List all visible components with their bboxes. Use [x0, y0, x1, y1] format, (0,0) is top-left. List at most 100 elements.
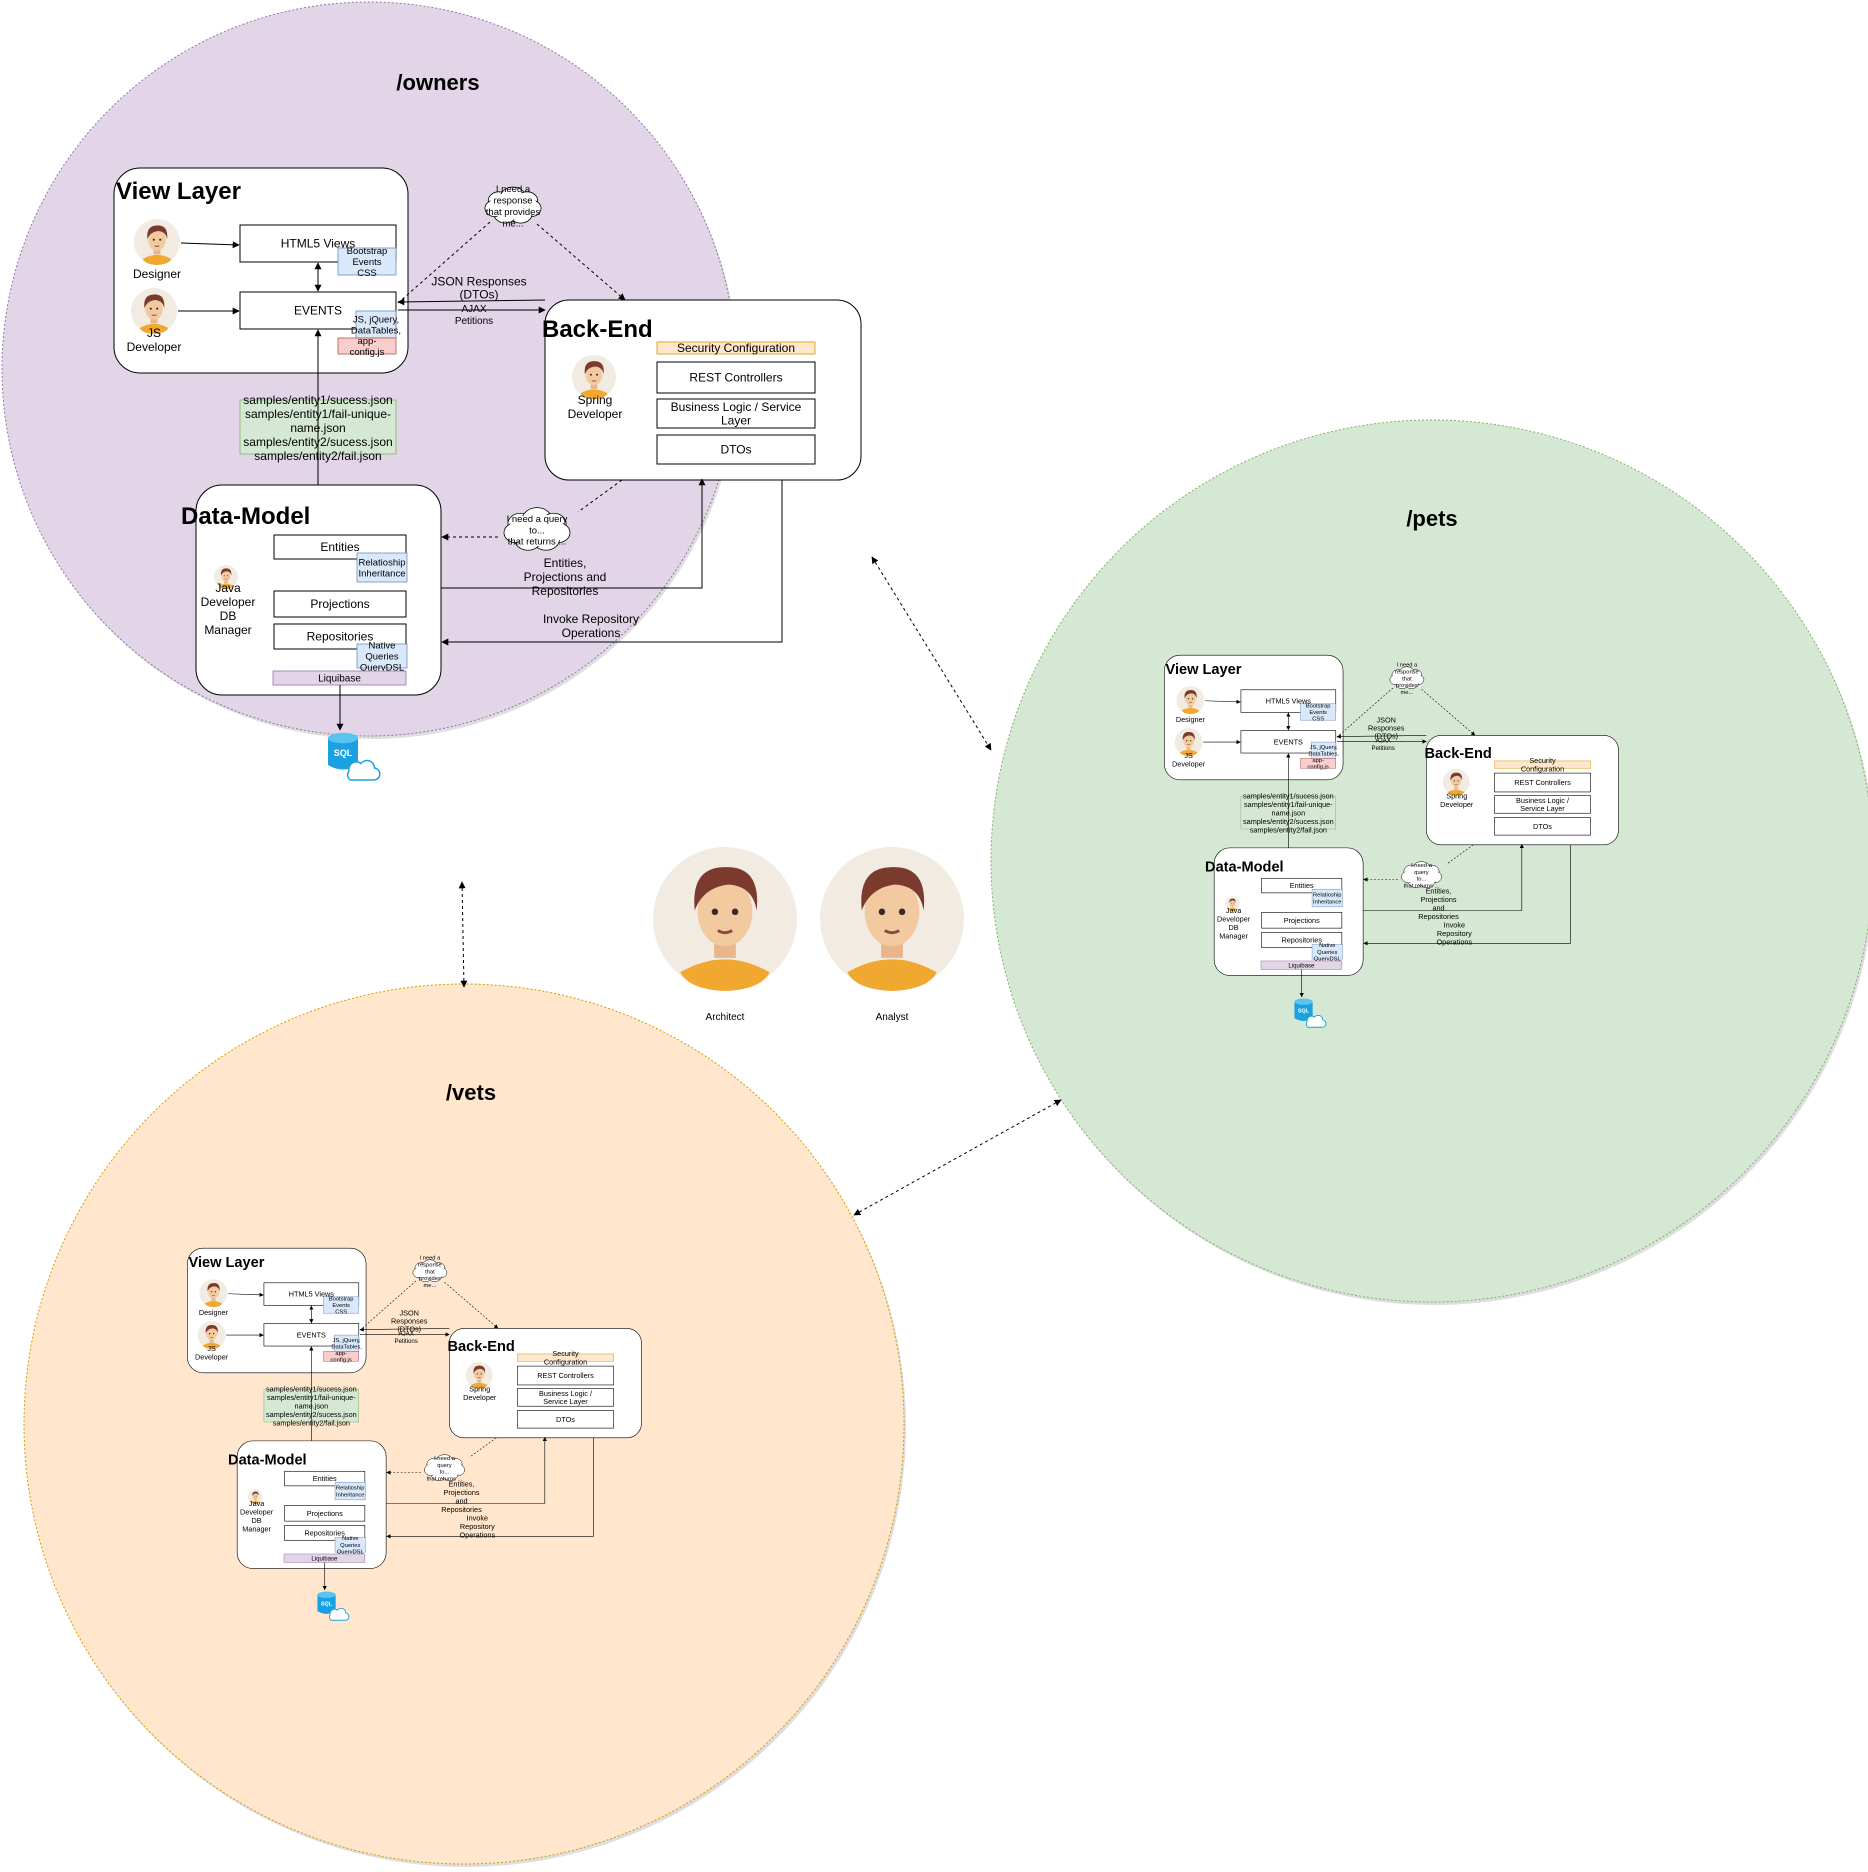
- html5-views-box-label: HTML5 Views: [289, 1290, 335, 1299]
- rest-controllers-box-box: [517, 1365, 614, 1386]
- rest-controllers-box: REST Controllers: [1494, 772, 1591, 793]
- vets-pets-connector: [853, 1099, 1062, 1216]
- events-note-red: app-config.js: [1300, 758, 1337, 771]
- entities-note-text-line: Inheritance: [1313, 899, 1342, 905]
- view-layer-title: View Layer: [116, 178, 241, 205]
- invoke-label-line: Operations: [1437, 938, 1473, 947]
- entities-note-text-line: Relatioship: [359, 557, 406, 568]
- events-note-red-text-line: config.js: [1308, 765, 1329, 771]
- person-architect: Architect: [651, 845, 799, 1023]
- entities-label-line: Projections: [444, 1488, 480, 1497]
- dtos-box-label: DTOs: [1533, 822, 1552, 831]
- business-logic-box-label-line: Business Logic /: [1516, 796, 1570, 805]
- events-note-red: app-config.js: [337, 336, 397, 358]
- java-developer-label-line: Java: [215, 581, 241, 595]
- cloud-to-events-dashed: [1336, 687, 1394, 738]
- repositories-box-label: Repositories: [1281, 936, 1322, 945]
- repositories-note-text-line: Queries: [1317, 950, 1337, 956]
- cloud-response-text-line: me...: [423, 1283, 436, 1289]
- datamodel-title: Data-Model: [181, 503, 310, 530]
- view-layer-title: View Layer: [1166, 662, 1242, 678]
- rest-controllers-box-label-line: REST Controllers: [1514, 778, 1571, 787]
- projections-box-box: [1261, 912, 1343, 929]
- html5-views-note-text-line: Events: [1309, 710, 1327, 716]
- sql-database-icon: SQL: [328, 732, 381, 781]
- security-config-note-text-line: Security: [1529, 756, 1556, 765]
- events-note-red-text-line: config.js: [331, 1358, 352, 1364]
- business-logic-box-label-line: Service Layer: [543, 1397, 588, 1406]
- business-logic-box: Business Logic /Service Layer: [517, 1388, 614, 1407]
- designer-avatar-art: [133, 218, 181, 266]
- html5-views-box-label-line: HTML5 Views: [1266, 697, 1312, 706]
- sql-database-icon-cloud: [346, 759, 381, 781]
- cloud-to-backend-dashed: [444, 1281, 499, 1329]
- backend-title-line: Back-End: [448, 1339, 515, 1355]
- json-response-arrow: [397, 298, 546, 306]
- designer-avatar: [199, 1278, 228, 1308]
- events-box: EVENTS: [239, 291, 397, 330]
- cloud-to-events-dashed: [397, 221, 491, 304]
- ajax-petitions-label-line: Petitions: [1372, 745, 1395, 752]
- json-response-arrow: [1336, 734, 1427, 739]
- dtos-box: DTOs: [656, 434, 816, 465]
- repositories-note-text-line: QueryDSL: [360, 662, 404, 673]
- java-developer-label-line: Developer: [240, 1507, 274, 1516]
- html5-views-box: HTML5 Views: [239, 224, 397, 263]
- events-note-red-box: [337, 337, 397, 355]
- business-logic-box-box: [656, 398, 816, 429]
- view-layer-title-line: View Layer: [116, 178, 241, 205]
- events-box-label-line: EVENTS: [297, 1330, 326, 1339]
- security-config-note-text-line: Security: [552, 1349, 579, 1358]
- cloud-response-text-line: me...: [502, 218, 523, 229]
- html5-views-note-text-line: Bootstrap: [329, 1296, 354, 1302]
- json-responses-label-line: (DTOs): [1374, 731, 1398, 740]
- html5-views-box-label-line: HTML5 Views: [281, 237, 355, 251]
- sql-database-icon: SQL: [1294, 998, 1327, 1028]
- cloud-query-text-line: that returns ...: [1404, 884, 1440, 890]
- spring-developer-label-line: Developer: [463, 1393, 497, 1402]
- json-responses-label-line: (DTOs): [397, 1324, 421, 1333]
- repositories-box: Repositories: [1261, 932, 1343, 948]
- cloud-query-text-line: I need a: [1411, 863, 1433, 869]
- events-note-blue-text: JS, jQuery,DataTables,: [1308, 745, 1339, 758]
- sql-database-icon-cloud: [328, 1607, 350, 1621]
- business-logic-box-label: Business Logic /Service Layer: [1516, 796, 1570, 813]
- zone-pets-circle: [990, 419, 1868, 1303]
- events-note-blue-text-line: DataTables,: [331, 1345, 362, 1351]
- ajax-petitions-label-line: Petitions: [395, 1338, 418, 1345]
- liquibase-note-text: Liquibase: [318, 674, 361, 685]
- designer-label-line: Designer: [199, 1308, 229, 1317]
- java-developer-label-line: DB: [1229, 923, 1239, 932]
- view-layer-title: View Layer: [189, 1255, 265, 1271]
- repositories-box-box: [1261, 932, 1343, 948]
- liquibase-note: Liquibase: [1260, 960, 1343, 970]
- designer-avatar-art: [199, 1278, 228, 1308]
- cloud-response-text-line: that: [425, 1269, 435, 1275]
- html5-views-note-text-line: Bootstrap: [347, 246, 388, 257]
- events-note-blue: JS, jQuery,DataTables,: [331, 1334, 362, 1352]
- liquibase-note-text-line: Liquibase: [311, 1555, 338, 1562]
- designer-to-html5-arrow: [228, 1292, 264, 1297]
- dtos-box-box: [517, 1410, 614, 1429]
- zone-owners-title-line: /owners: [396, 70, 479, 95]
- invoke-label-line: Repository: [460, 1522, 495, 1531]
- entities-label-line: Repositories: [532, 584, 599, 598]
- entities-label-line: Entities,: [449, 1479, 475, 1488]
- datamodel-title-line: Data-Model: [1205, 860, 1284, 876]
- repositories-note-box: [1311, 944, 1343, 960]
- security-config-note-box: [656, 341, 816, 355]
- events-box-box: [239, 291, 397, 330]
- ajax-petitions-label-line: AJAX: [461, 304, 486, 315]
